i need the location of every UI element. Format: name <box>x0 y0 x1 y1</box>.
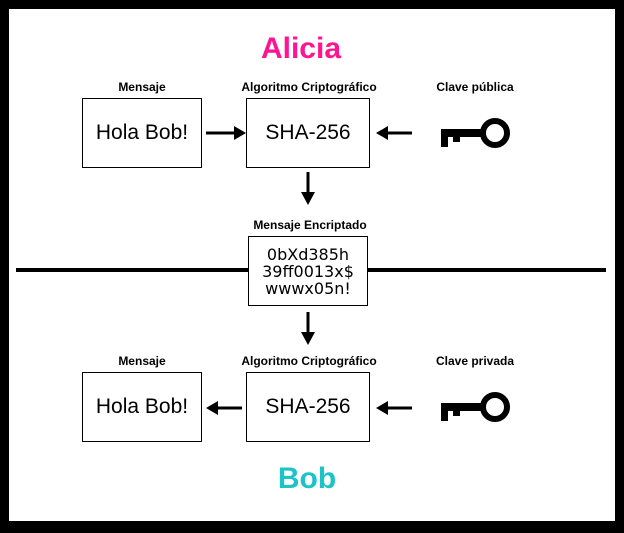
key-icon <box>441 118 510 148</box>
top-message-box: Hola Bob! <box>82 98 202 168</box>
arrow-left-icon <box>376 401 412 415</box>
arrow-left-icon <box>376 126 412 140</box>
top-algorithm-box: SHA-256 <box>246 98 370 168</box>
bottom-algorithm-box: SHA-256 <box>246 372 370 442</box>
top-message-label: Mensaje <box>118 80 166 94</box>
bottom-message-label: Mensaje <box>118 354 166 368</box>
bottom-algorithm-label: Algoritmo Criptográfico <box>241 354 377 368</box>
arrow-right-icon <box>206 126 246 140</box>
top-message-text: Hola Bob! <box>95 121 189 144</box>
arrow-down-icon <box>301 312 315 345</box>
private-key-label: Clave privada <box>435 354 515 368</box>
receiver-name: Bob <box>277 462 337 495</box>
encrypted-line: 39ff0013x$ <box>262 261 354 281</box>
encrypted-line: wwwx05n! <box>265 278 351 298</box>
bottom-message-text: Hola Bob! <box>95 395 189 418</box>
encrypted-message-box: 0bXd385h 39ff0013x$ wwwx05n! <box>248 236 368 306</box>
public-key-label: Clave pública <box>436 80 514 94</box>
bottom-message-box: Hola Bob! <box>82 372 202 442</box>
top-algorithm-text: SHA-256 <box>265 121 351 144</box>
encrypted-line: 0bXd385h <box>266 244 350 264</box>
top-algorithm-label: Algoritmo Criptográfico <box>241 80 377 94</box>
arrow-down-icon <box>301 172 315 205</box>
arrow-left-icon <box>206 401 242 415</box>
key-icon <box>441 392 510 422</box>
encrypted-label: Mensaje Encriptado <box>253 218 367 232</box>
bottom-algorithm-text: SHA-256 <box>265 395 351 418</box>
sender-name: Alicia <box>260 32 342 65</box>
